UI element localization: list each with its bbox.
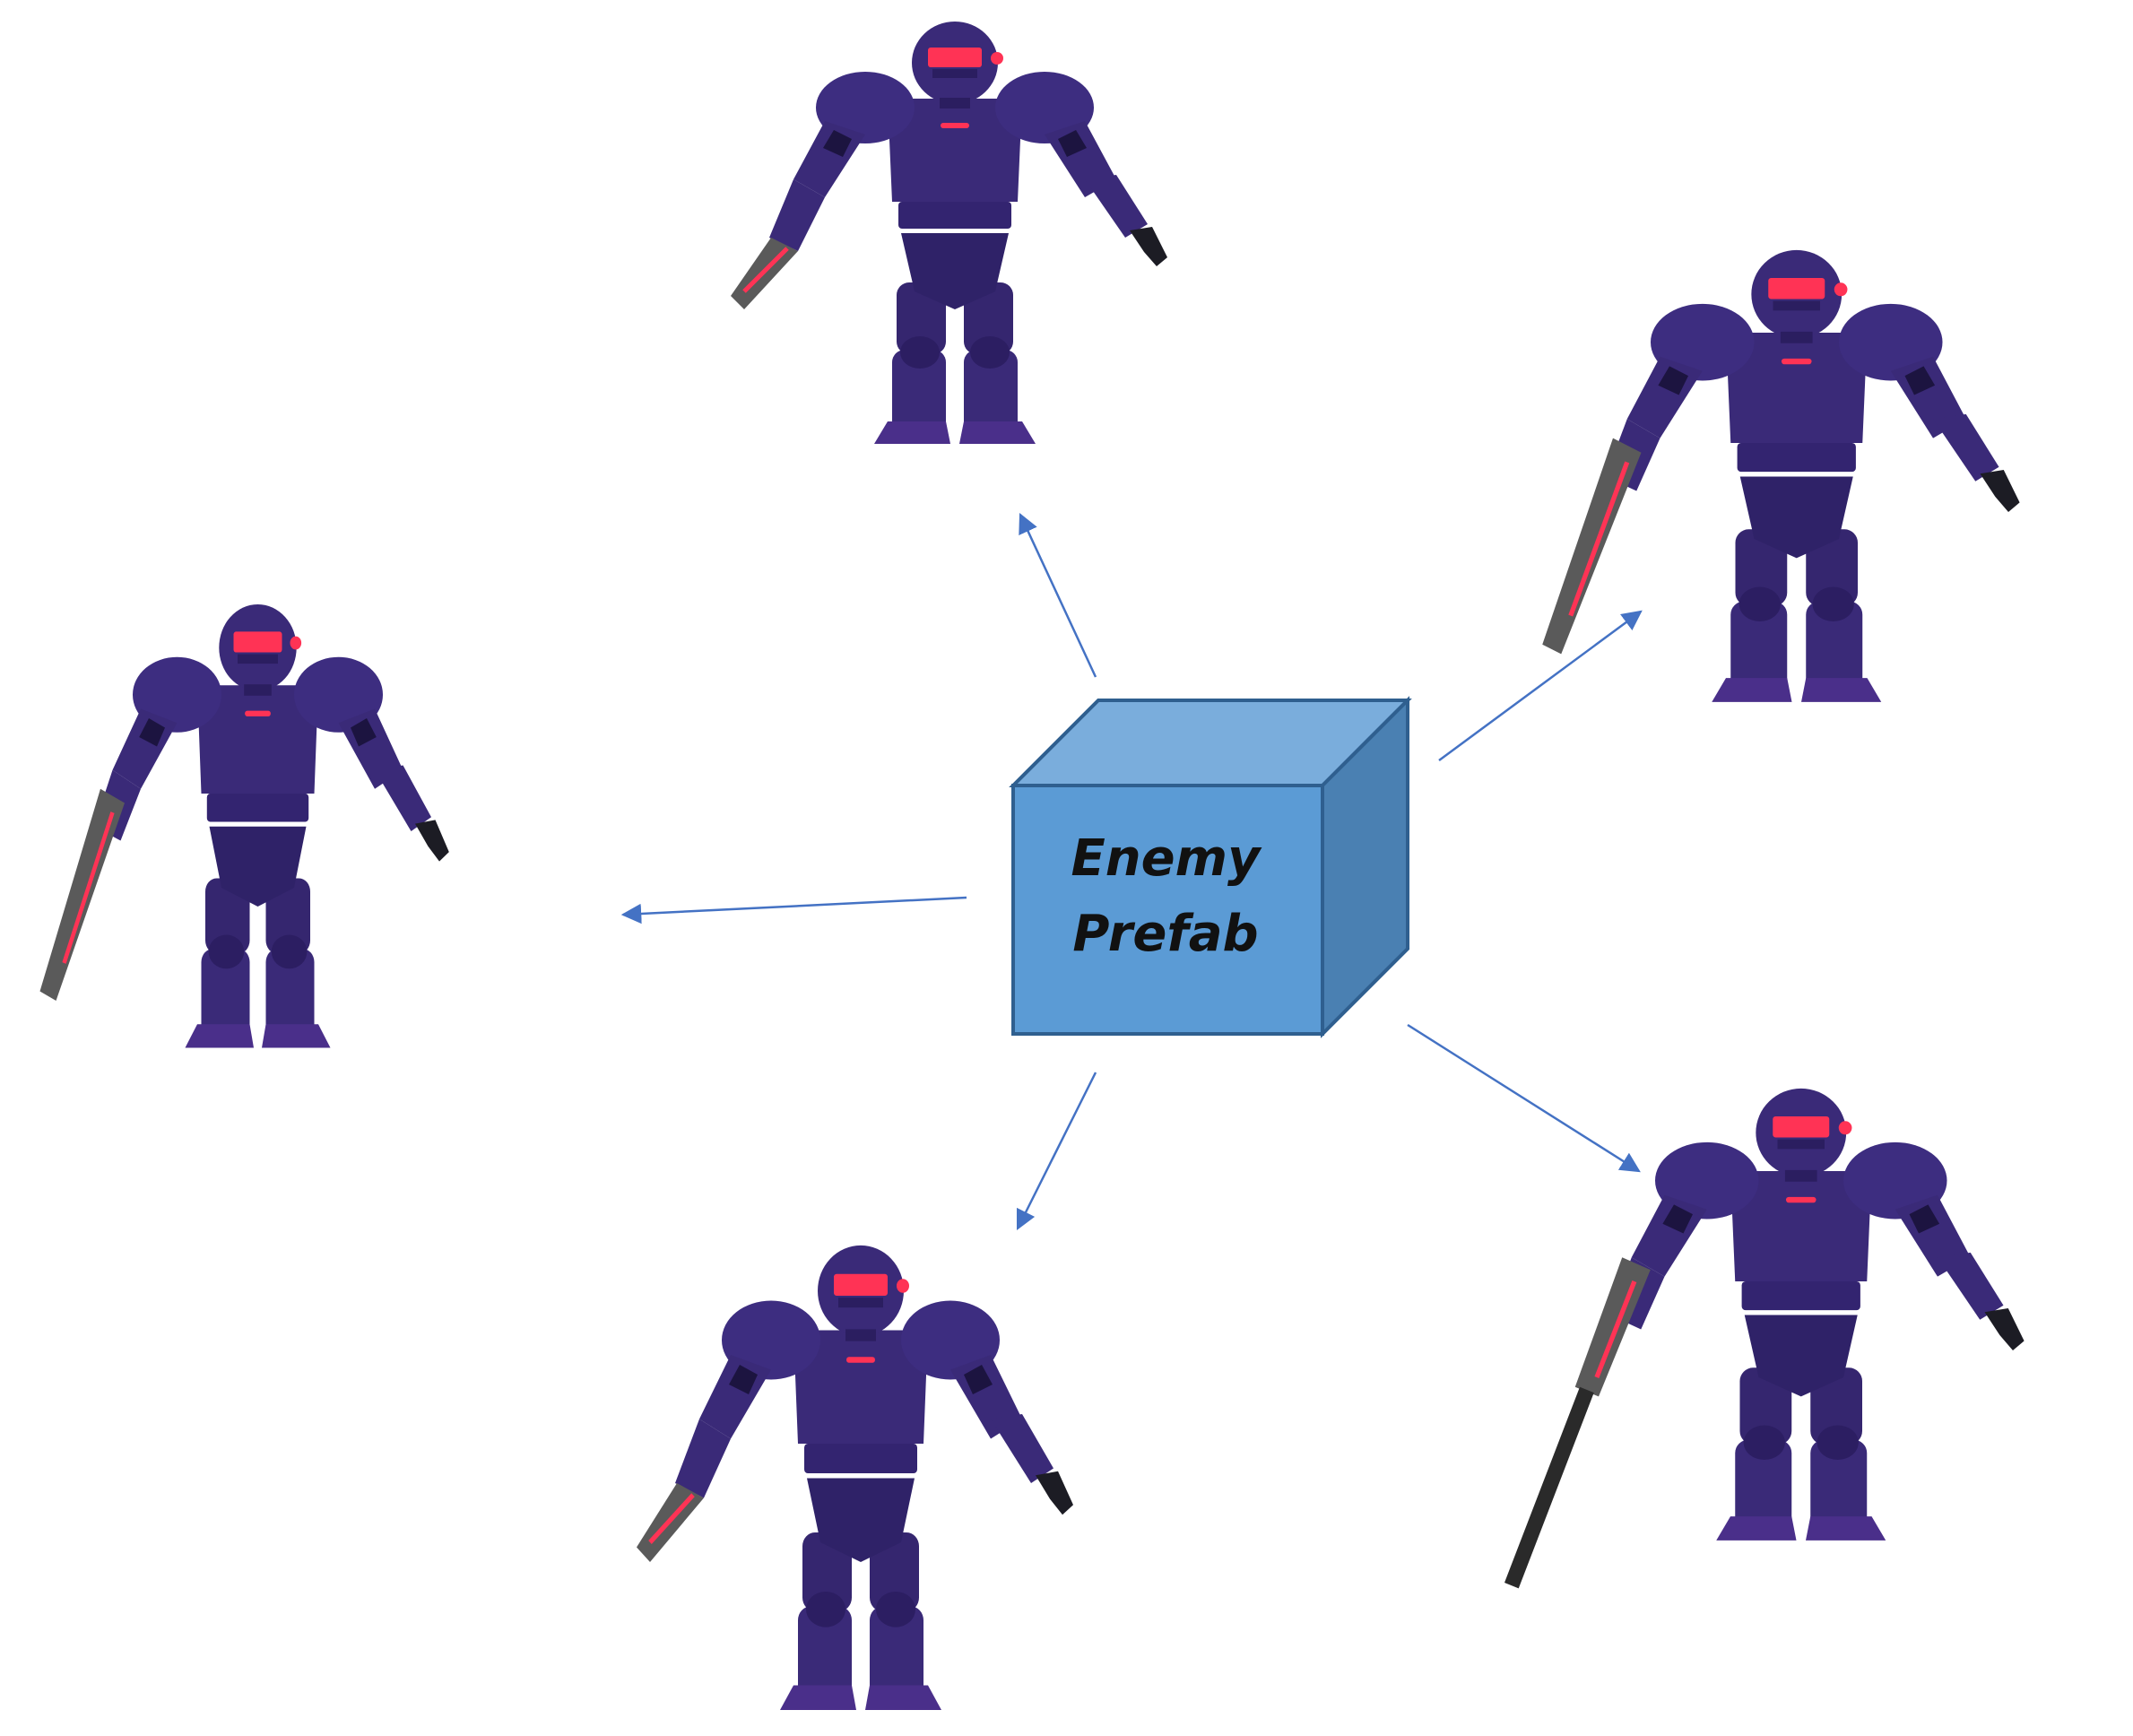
prefab-label: Enemy Prefab <box>1013 807 1318 986</box>
prefab-cube <box>1009 696 1412 1038</box>
cube-front-face <box>1011 784 1324 1036</box>
arrow-to-bottom <box>1016 1072 1097 1231</box>
arrow-to-top-right <box>1438 610 1643 762</box>
arrow-to-left <box>620 896 967 924</box>
prefab-label-line2: Prefab <box>1072 905 1259 963</box>
enemy-robot-top-right <box>1542 250 2019 702</box>
enemy-robot-bottom-right <box>1504 1089 2025 1588</box>
arrow-to-top <box>1019 512 1097 678</box>
enemy-robot-bottom <box>637 1246 1073 1710</box>
arrow-to-bottom-right <box>1407 1023 1641 1173</box>
enemy-robot-top <box>731 22 1167 444</box>
enemy-robot-left <box>40 604 449 1048</box>
prefab-label-line1: Enemy <box>1071 829 1261 888</box>
